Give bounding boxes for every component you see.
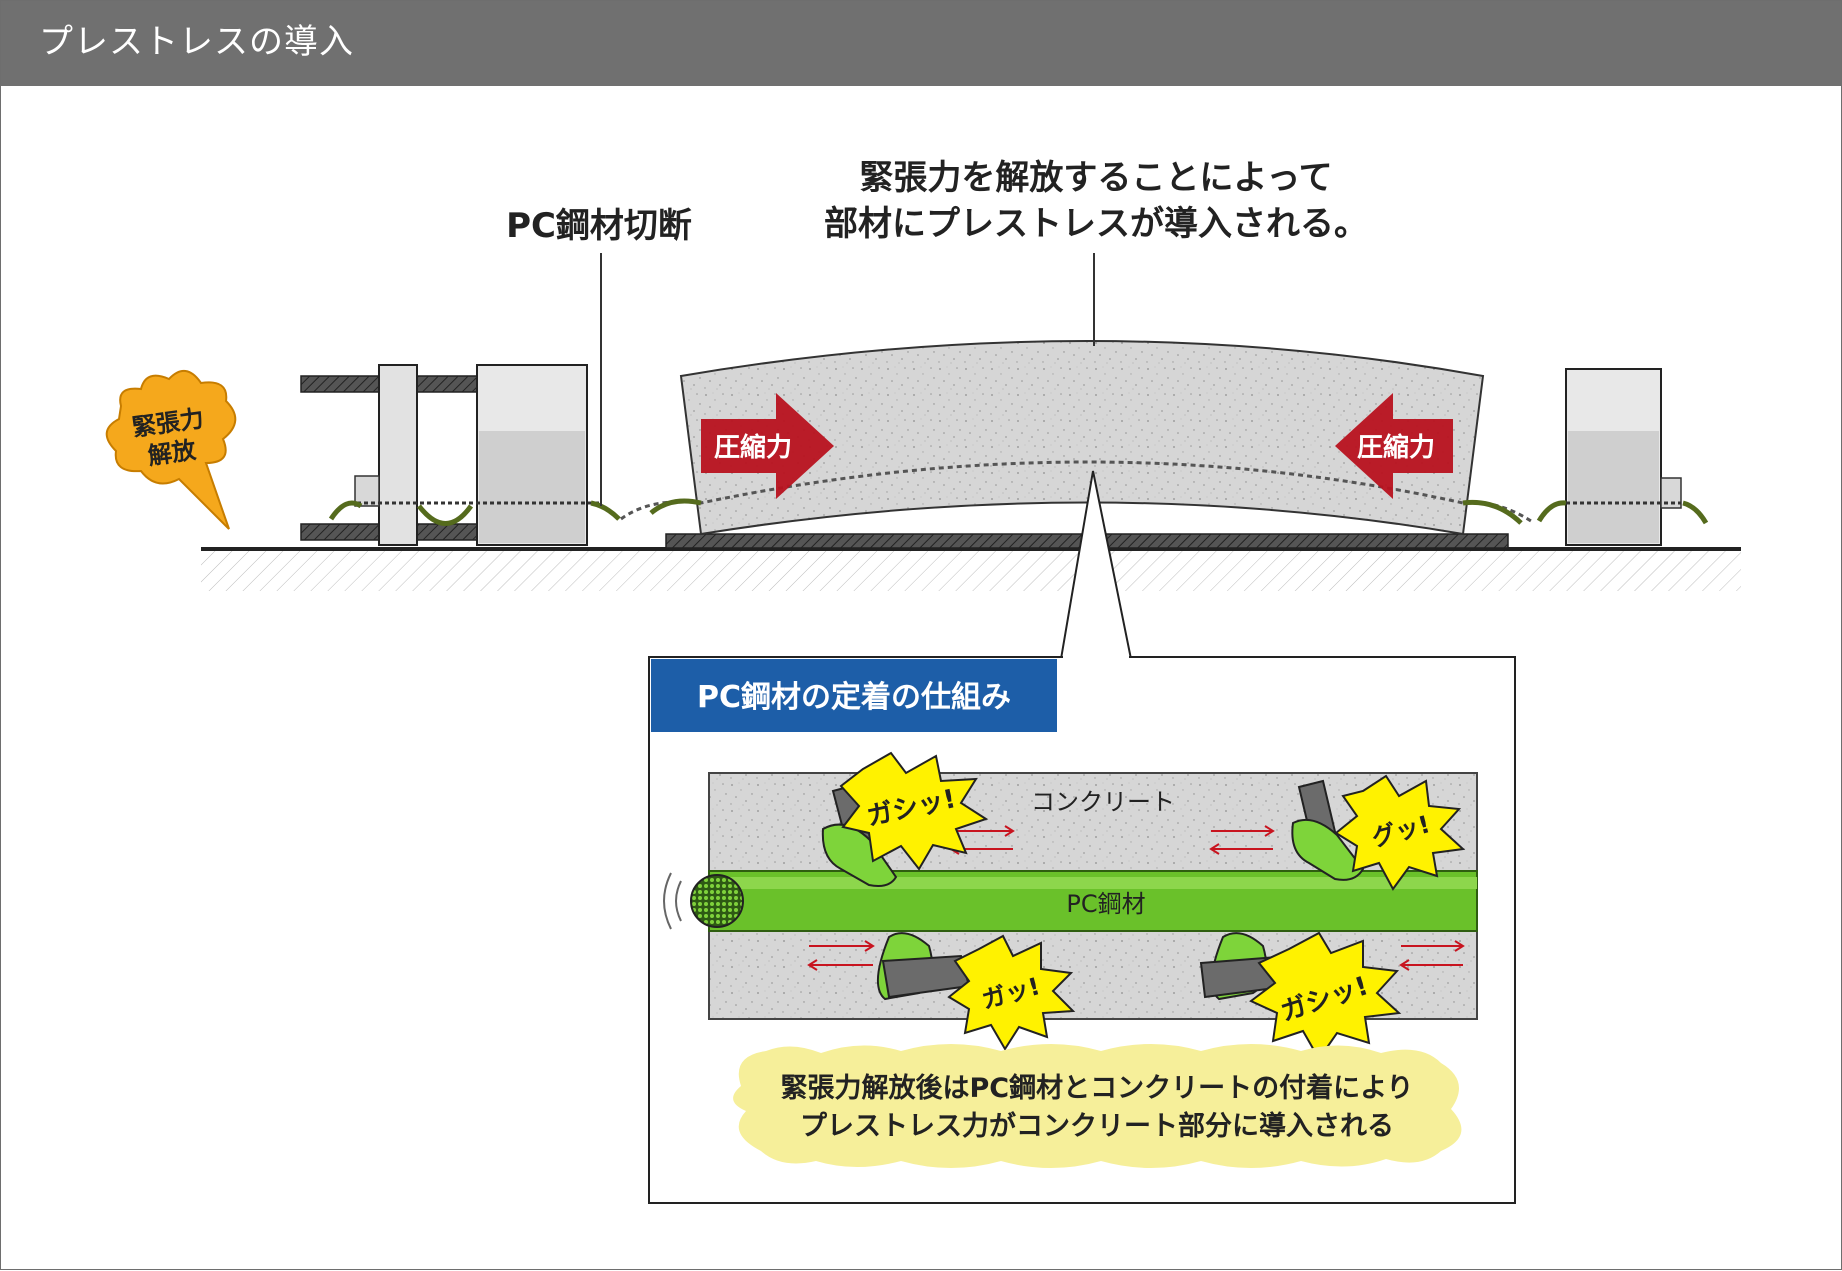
- sfx-burst-3: ガッ!: [947, 934, 1076, 1051]
- right-abutment: [1536, 368, 1709, 546]
- steel-label: PC鋼材: [1066, 890, 1145, 918]
- grip-hand-bottom-left: [876, 932, 971, 1001]
- left-abutment: [300, 364, 621, 546]
- sfx-burst-1: ガシッ!: [839, 751, 989, 871]
- detail-title-bar: [651, 659, 1057, 732]
- sfx-burst-4: ガシッ!: [1249, 931, 1402, 1061]
- concrete-label: コンクリート: [1031, 788, 1175, 816]
- compression-arrow-right: 圧縮力: [1335, 393, 1453, 499]
- compression-arrow-left: 圧縮力: [701, 393, 834, 499]
- pc-beam: [679, 340, 1485, 536]
- callout-pointer: [1060, 470, 1132, 660]
- page-title: プレストレスの導入: [39, 22, 354, 62]
- grip-hand-top-right: [1291, 779, 1365, 881]
- prestress-label-line2: 部材にプレストレスが導入される。: [824, 204, 1368, 244]
- detail-title: PC鋼材の定着の仕組み: [697, 680, 1011, 715]
- header-bar: プレストレスの導入: [1, 1, 1841, 86]
- strand-end: [690, 874, 744, 928]
- sfx-burst-2: グッ!: [1334, 774, 1466, 891]
- note-line-2: プレストレス力がコンクリート部分に導入される: [800, 1110, 1394, 1142]
- cut-label: PC鋼材切断: [506, 206, 692, 246]
- ground-hatch: [201, 551, 1741, 591]
- vibration-marks: [663, 872, 682, 930]
- note-cloud: 緊張力解放後はPC鋼材とコンクリートの付着により プレストレス力がコンクリート部…: [733, 1044, 1462, 1168]
- release-burst: 緊張力 解放: [105, 370, 237, 530]
- release-label-line2: 解放: [146, 436, 198, 471]
- compression-label-left: 圧縮力: [714, 432, 792, 463]
- prestress-label-line1: 緊張力を解放することによって: [859, 158, 1332, 198]
- compression-label-right: 圧縮力: [1357, 432, 1435, 463]
- note-line-1: 緊張力解放後はPC鋼材とコンクリートの付着により: [780, 1072, 1413, 1104]
